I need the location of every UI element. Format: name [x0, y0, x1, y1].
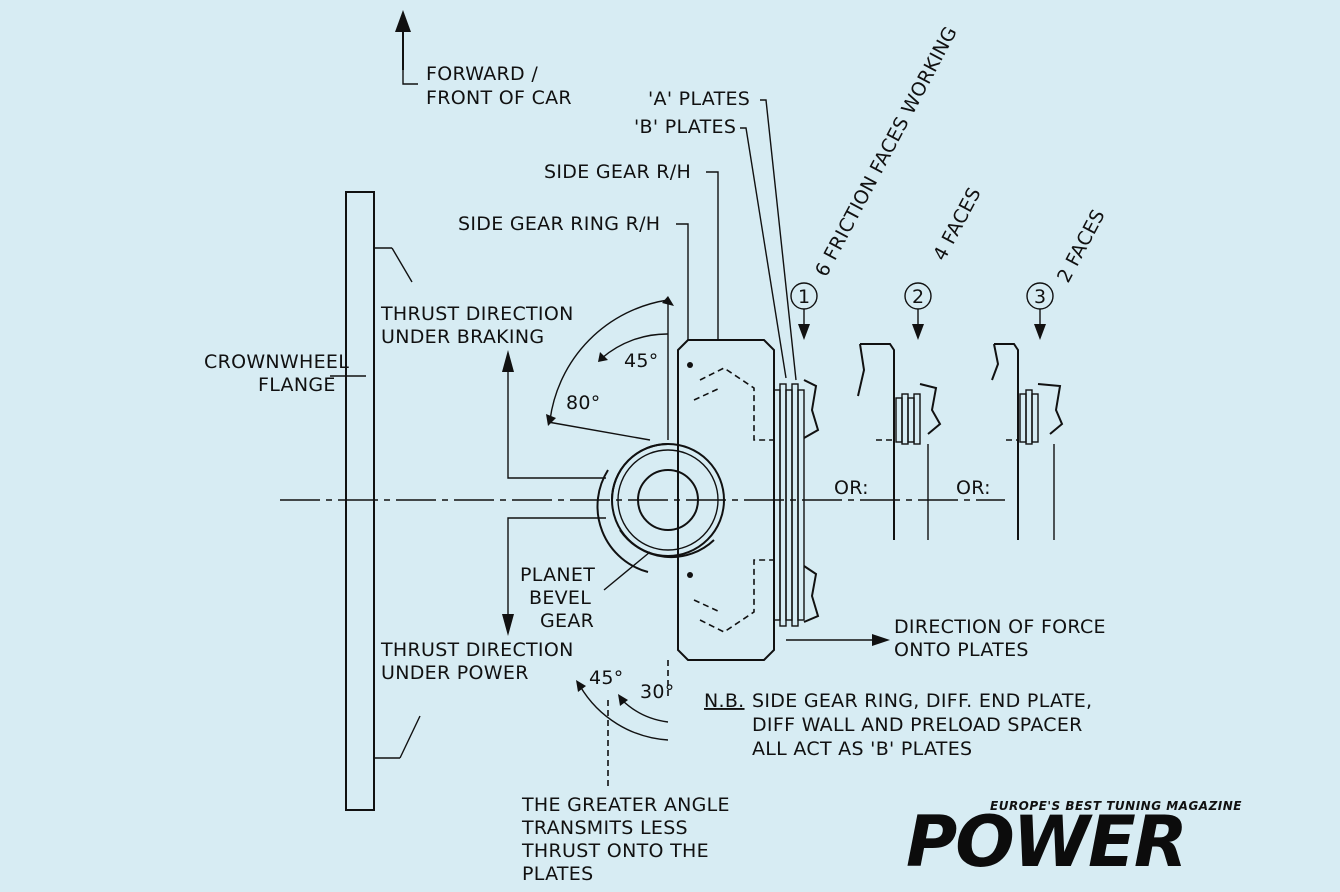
greater-angle-line2: TRANSMITS LESS [521, 817, 688, 839]
crownwheel-label-line1: CROWNWHEEL [204, 351, 349, 373]
leader-lines [676, 99, 797, 381]
nb-line2: DIFF WALL AND PRELOAD SPACER [752, 714, 1083, 736]
crownwheel-label-line2: FLANGE [258, 374, 336, 396]
circle-3-number: 3 [1034, 286, 1046, 308]
a-plates-label: 'A' PLATES [648, 88, 750, 110]
or-label-2: OR: [956, 477, 991, 499]
circle-1-number: 1 [798, 286, 810, 308]
angle-45-bottom: 45° [589, 667, 624, 689]
two-faces-label: 2 FACES [1053, 206, 1110, 286]
angle-30: 30° [640, 681, 675, 703]
plate-stack-3 [991, 343, 1064, 540]
crownwheel-flange [330, 191, 421, 811]
nb-prefix: N.B. [704, 690, 745, 712]
direction-force-line2: ONTO PLATES [894, 639, 1029, 661]
planet-bevel-gear [596, 443, 725, 573]
thrust-braking-line2: UNDER BRAKING [381, 326, 544, 348]
angle-arcs-bottom [576, 660, 669, 790]
marker-1 [790, 282, 818, 340]
thrust-power-line2: UNDER POWER [381, 662, 529, 684]
angle-arcs-top [546, 296, 674, 441]
planet-label-line1: PLANET [520, 564, 595, 586]
side-gear-block [677, 339, 775, 661]
thrust-braking-line1: THRUST DIRECTION [380, 303, 574, 325]
forward-label-line1: FORWARD / [426, 63, 538, 85]
nb-line1: SIDE GEAR RING, DIFF. END PLATE, [752, 690, 1092, 712]
four-faces-label: 4 FACES [929, 184, 986, 264]
angle-80: 80° [566, 392, 601, 414]
direction-force-arrow [786, 634, 890, 646]
power-logo: POWER [906, 801, 1186, 883]
forward-label-line2: FRONT OF CAR [426, 87, 572, 109]
plate-stack-1 [773, 379, 820, 627]
side-gear-label: SIDE GEAR R/H [544, 161, 691, 183]
plate-stack-2 [857, 343, 942, 540]
greater-angle-line4: PLATES [522, 863, 593, 885]
circle-2-number: 2 [912, 286, 924, 308]
nb-line3: ALL ACT AS 'B' PLATES [752, 738, 972, 760]
forward-arrow [395, 10, 418, 85]
or-label-1: OR: [834, 477, 869, 499]
marker-2 [904, 282, 932, 340]
b-plates-label: 'B' PLATES [634, 116, 736, 138]
planet-label-line2: BEVEL [529, 587, 591, 609]
logo-tagline: EUROPE'S BEST TUNING MAGAZINE [990, 799, 1242, 813]
thrust-power-arrow [502, 517, 606, 636]
marker-3 [1026, 282, 1054, 340]
side-gear-ring-label: SIDE GEAR RING R/H [458, 213, 660, 235]
thrust-power-line1: THRUST DIRECTION [380, 639, 574, 661]
greater-angle-line1: THE GREATER ANGLE [521, 794, 730, 816]
direction-force-line1: DIRECTION OF FORCE [894, 616, 1106, 638]
angle-45-top: 45° [624, 350, 659, 372]
greater-angle-line3: THRUST ONTO THE [521, 840, 709, 862]
planet-label-line3: GEAR [540, 610, 594, 632]
thrust-braking-arrow [502, 350, 606, 479]
